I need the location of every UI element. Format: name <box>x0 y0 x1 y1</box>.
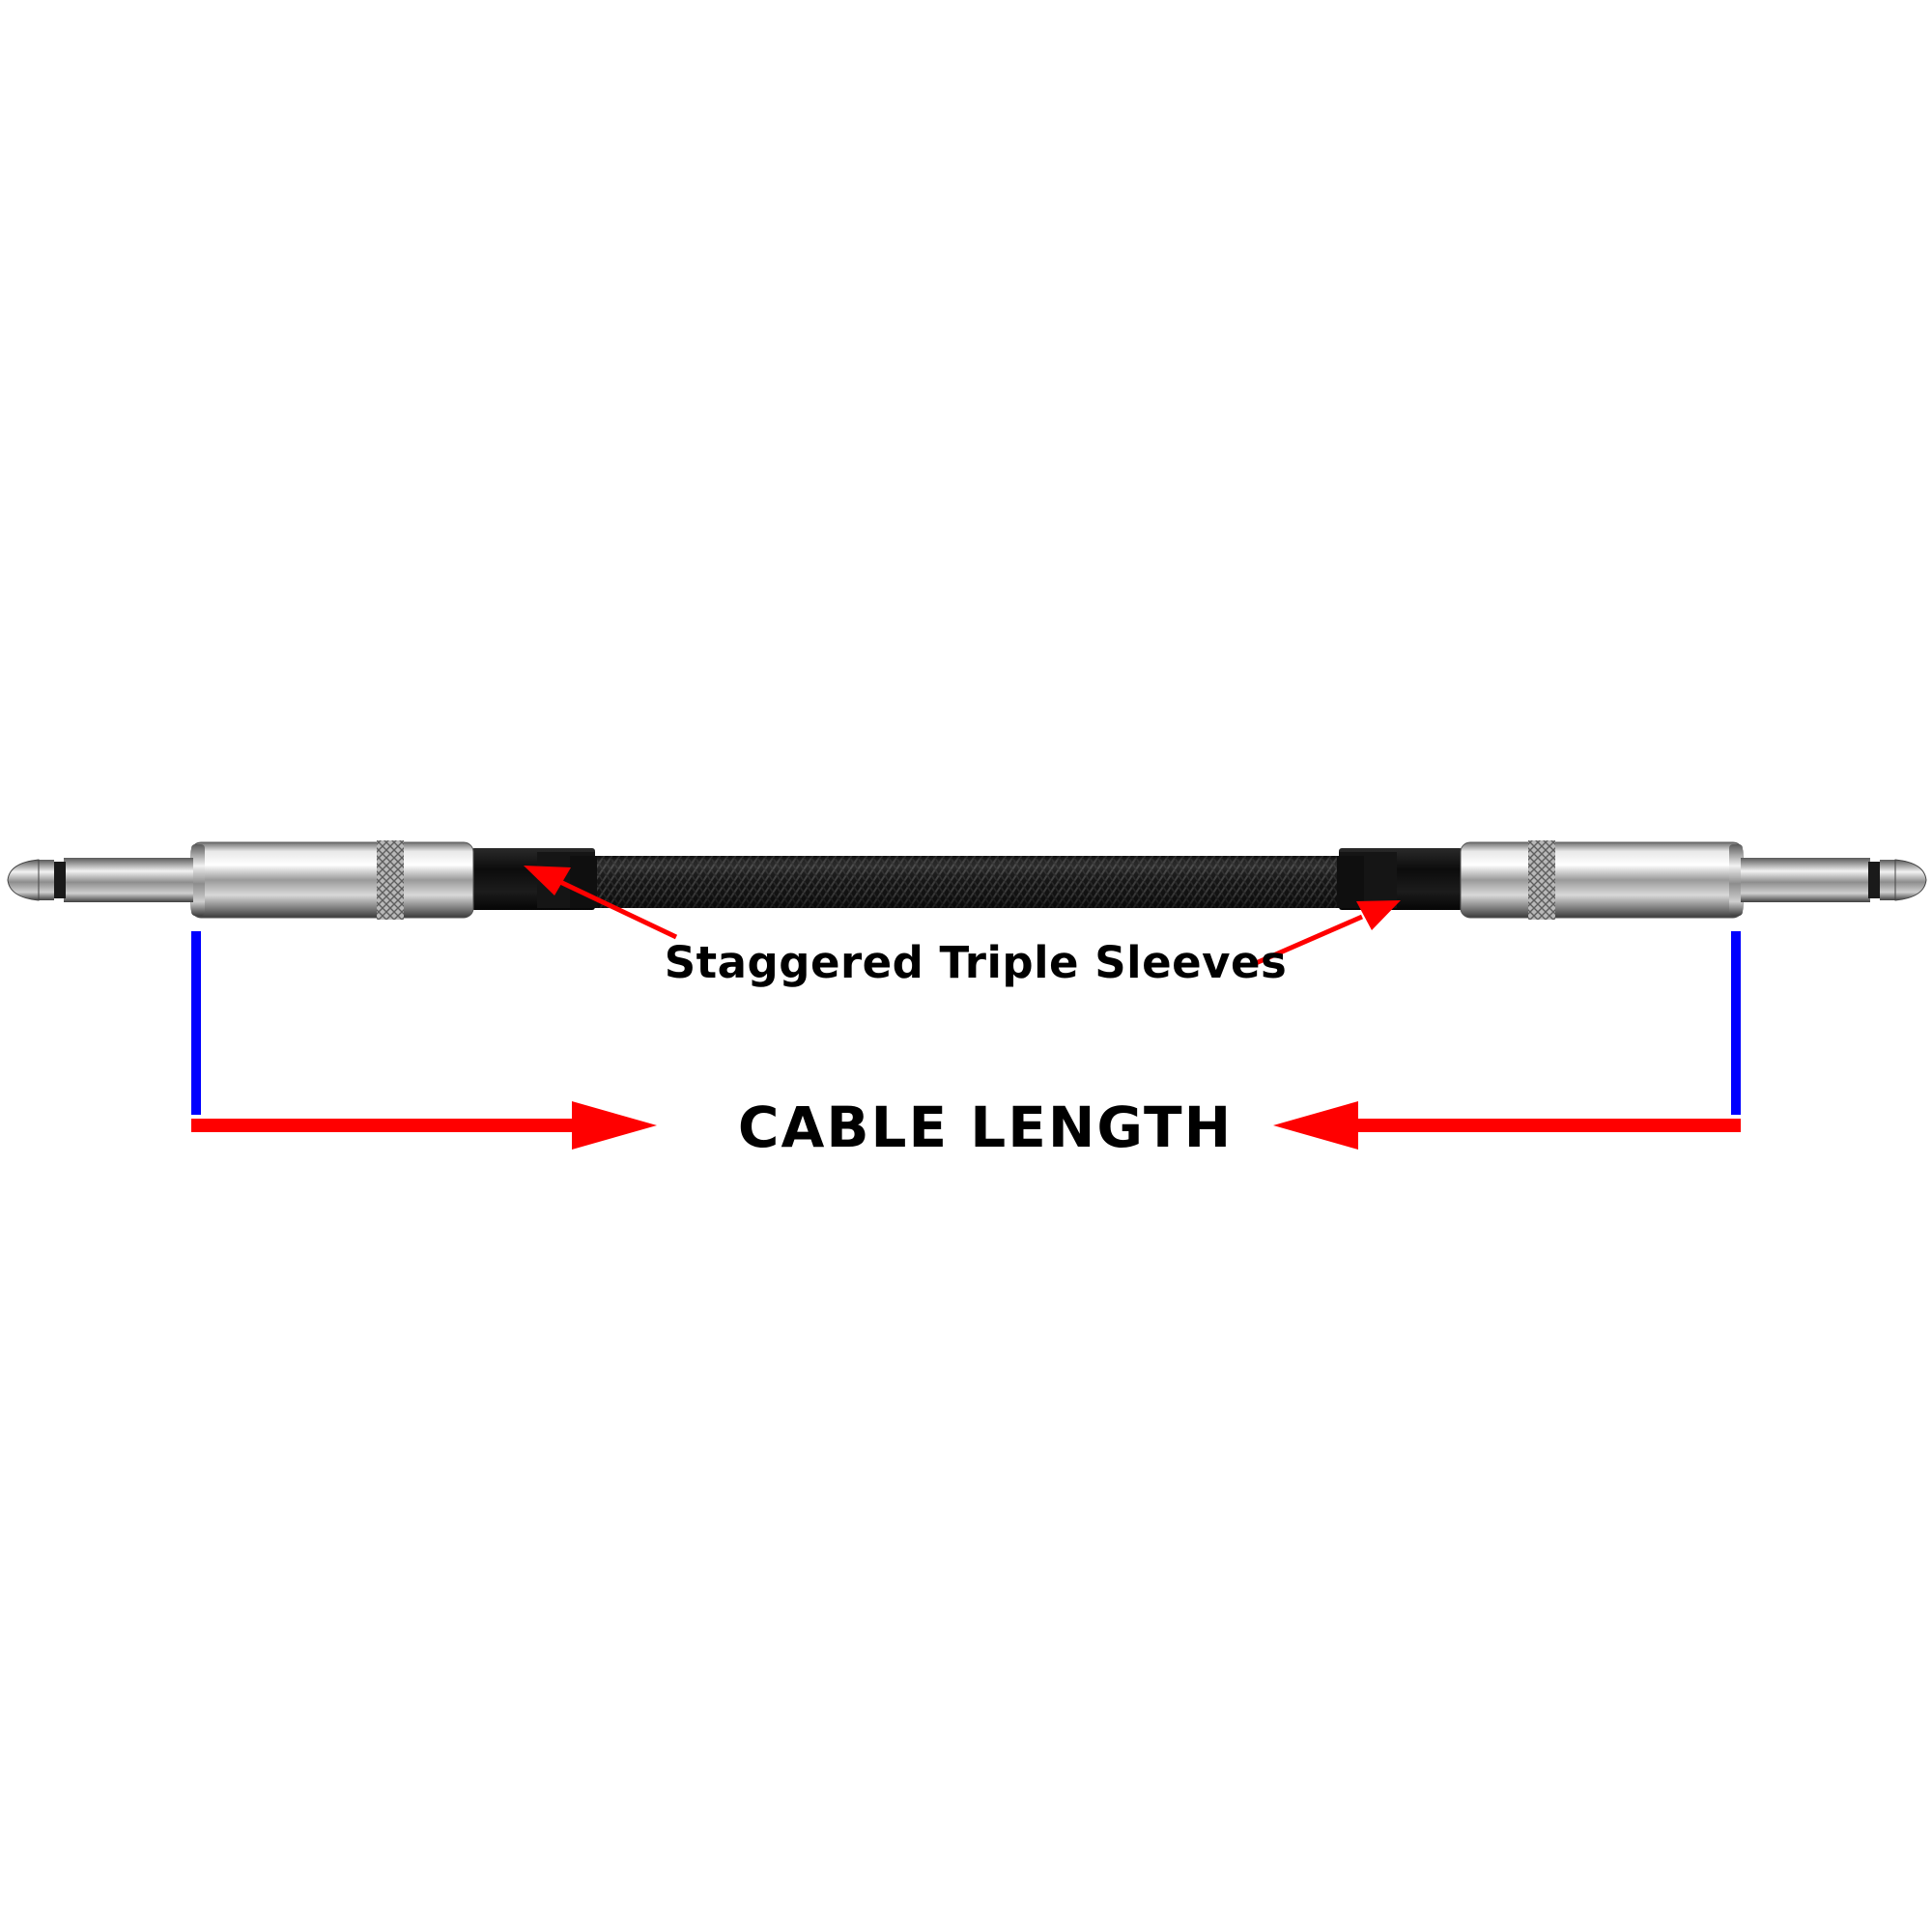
length-bracket-left <box>191 931 201 1115</box>
left-staggered-sleeves <box>471 848 597 910</box>
length-arrow-right <box>1273 1101 1741 1150</box>
sleeve-pointer-arrow-right <box>1255 900 1401 966</box>
length-bracket-right <box>1731 931 1741 1115</box>
left-plug-icon <box>7 840 474 920</box>
braided-cable <box>589 856 1345 908</box>
staggered-triple-sleeves-label: Staggered Triple Sleeves <box>664 937 1288 988</box>
right-plug-icon <box>1460 840 1927 920</box>
cable-length-label: CABLE LENGTH <box>737 1094 1234 1160</box>
sleeve-pointer-arrow-left <box>524 866 678 940</box>
length-arrow-left <box>191 1101 657 1150</box>
right-staggered-sleeves <box>1337 848 1463 910</box>
